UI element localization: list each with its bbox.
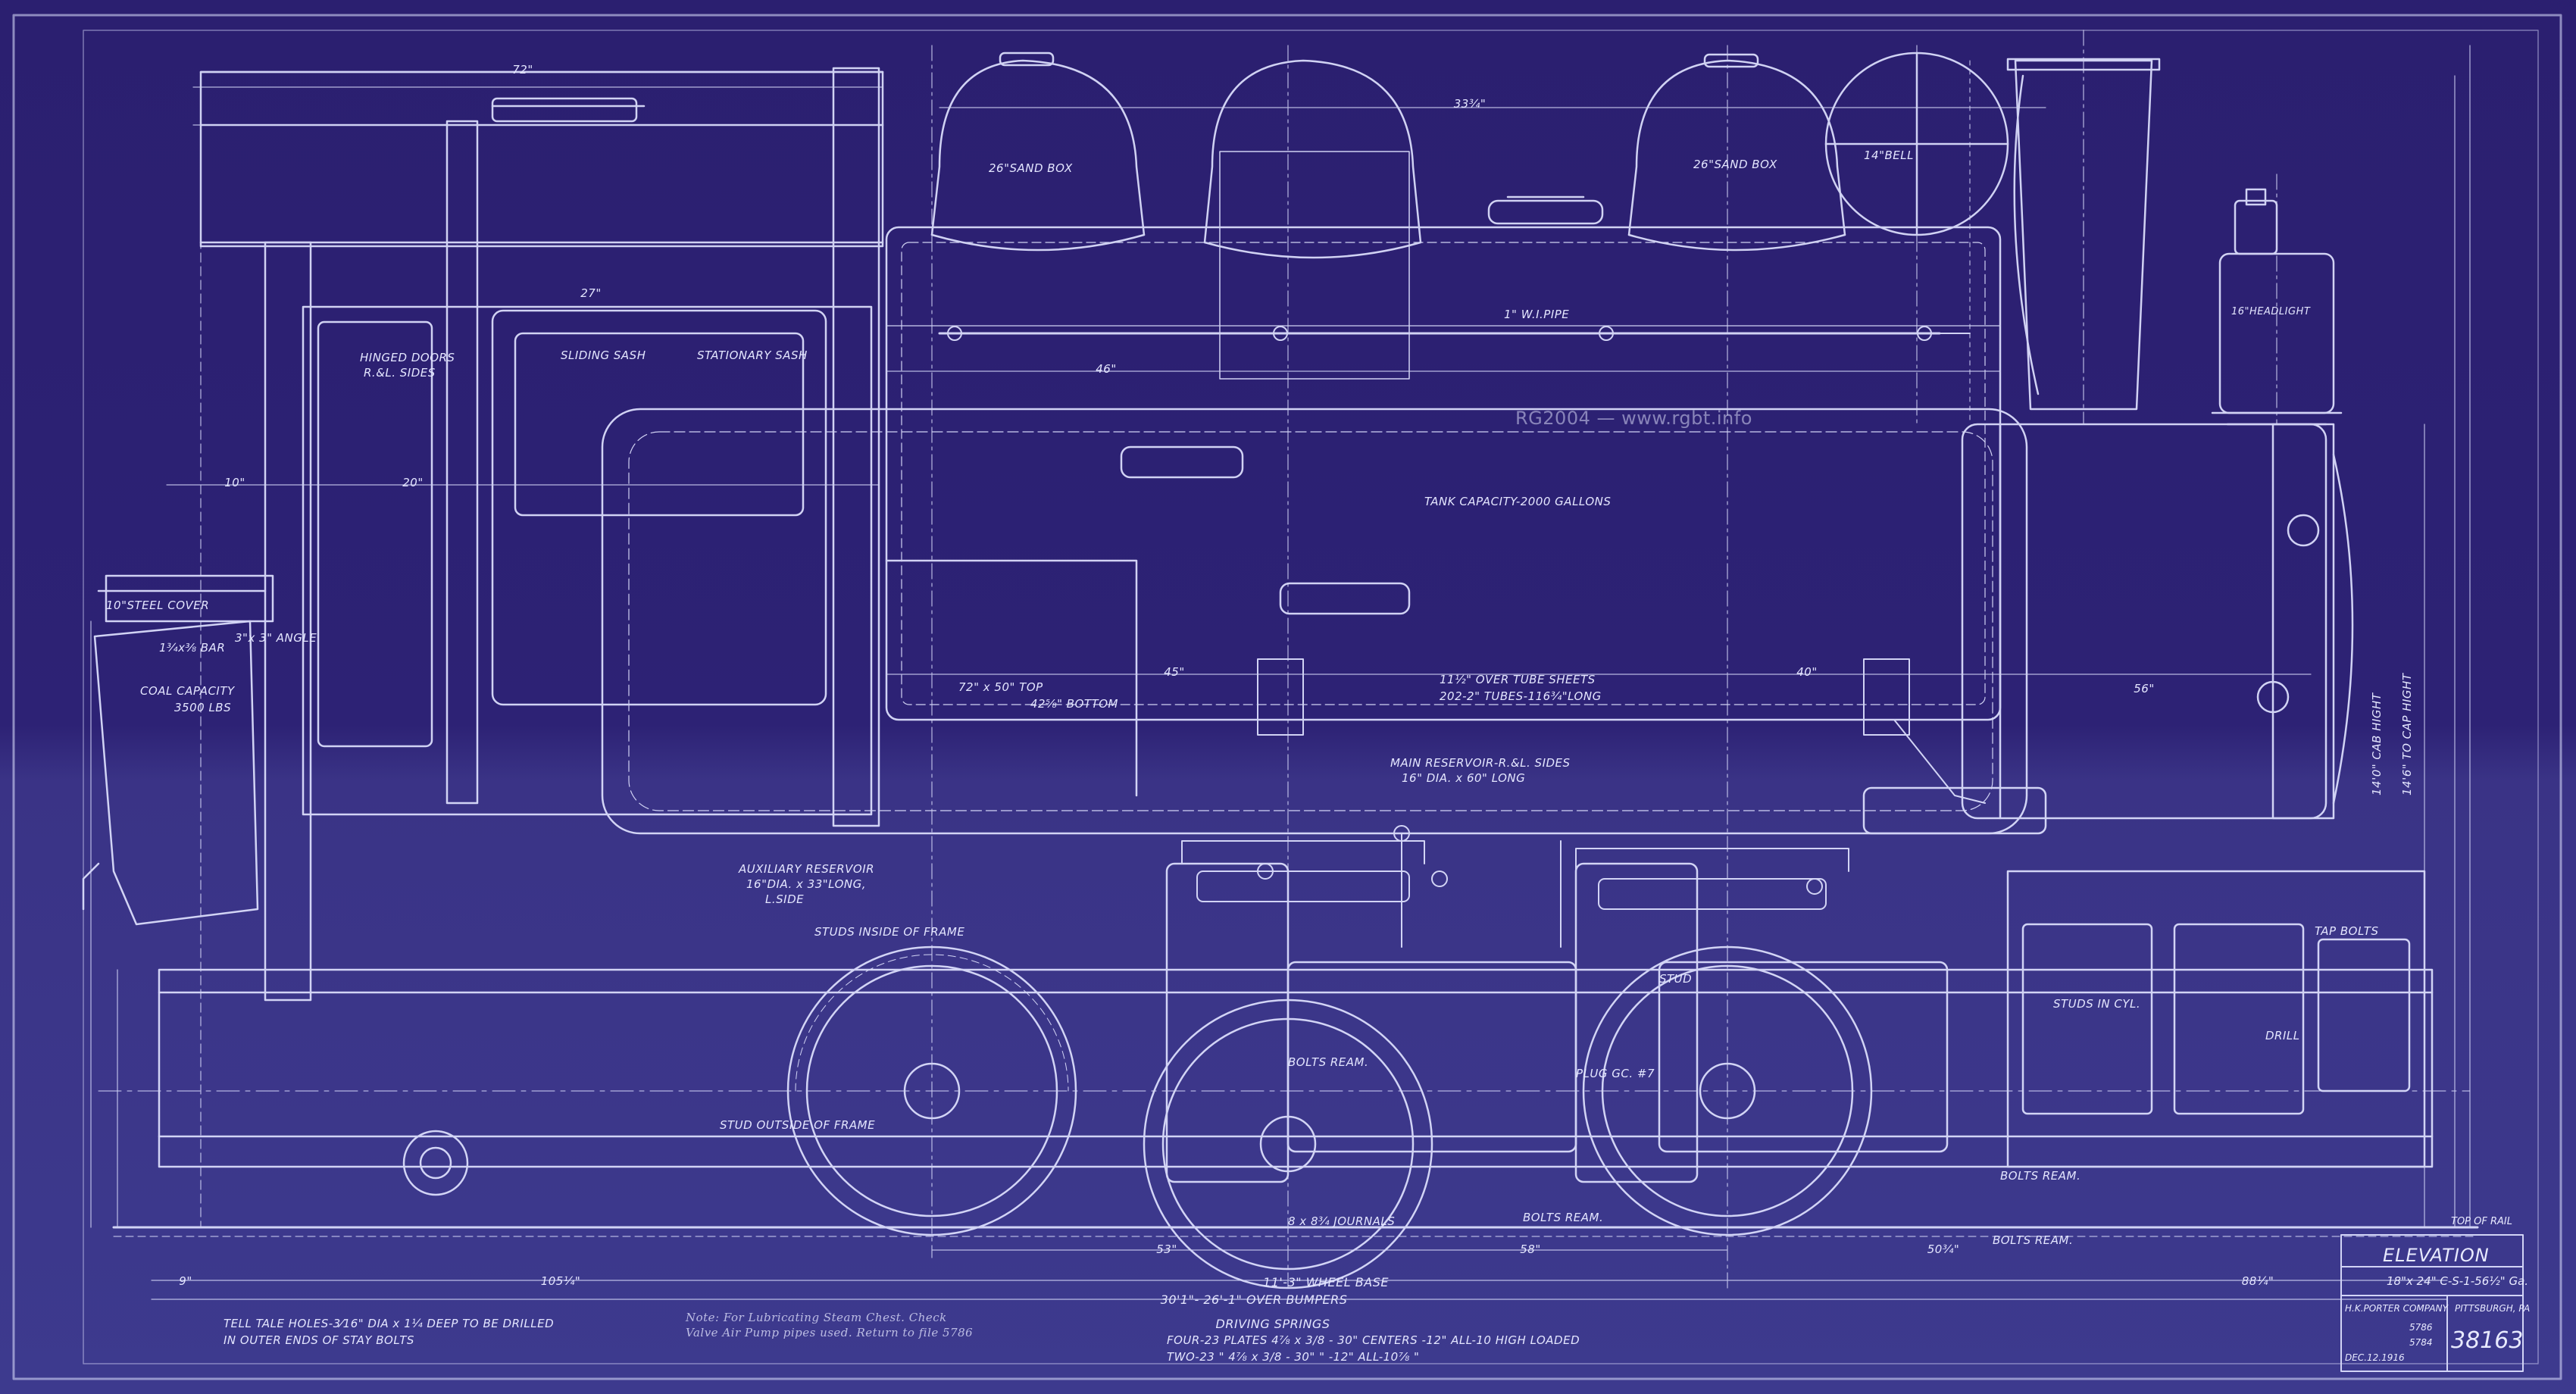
label-sliding-sash: SLIDING SASH bbox=[561, 348, 646, 362]
label-bolts-ream-2: BOLTS REAM. bbox=[1993, 1233, 2074, 1247]
dim-40: 40" bbox=[1796, 665, 1818, 679]
label-studs-cyl: STUDS IN CYL. bbox=[2053, 997, 2141, 1011]
label-sand-box-rear: 26"SAND BOX bbox=[989, 161, 1073, 175]
safety-valve bbox=[1487, 195, 1604, 225]
main-frame bbox=[158, 870, 2434, 1168]
dimension-lines bbox=[90, 30, 2471, 1300]
note-springs-1: FOUR-23 PLATES 4⅞ x 3/8 - 30" CENTERS -1… bbox=[1167, 1333, 1580, 1347]
title-block-frame bbox=[2340, 1234, 2524, 1372]
label-hinged-doors-sides: R.&L. SIDES bbox=[364, 366, 436, 380]
label-main-reservoir-size: 16" DIA. x 60" LONG bbox=[1402, 771, 1526, 785]
label-aux-reservoir: AUXILIARY RESERVOIR bbox=[739, 862, 875, 876]
label-studs-frame: STUDS INSIDE OF FRAME bbox=[814, 925, 965, 939]
handrail bbox=[939, 326, 1971, 341]
label-coal-capacity: COAL CAPACITY bbox=[140, 684, 235, 698]
note-springs-2: TWO-23 " 4⅞ x 3/8 - 30" " -12" ALL-10⅞ " bbox=[1167, 1350, 1420, 1364]
label-firebox-top: 72" x 50" TOP bbox=[958, 680, 1043, 694]
label-steel-cover: 10"STEEL COVER bbox=[106, 599, 210, 612]
title-block-heading: ELEVATION bbox=[2383, 1245, 2490, 1266]
label-hight-cap: 14'6" TO CAP HIGHT bbox=[2400, 673, 2414, 795]
main-reservoir bbox=[1257, 658, 1986, 804]
title-block-ref2: 5784 bbox=[2409, 1337, 2433, 1348]
title-block-drawing-no: 38163 bbox=[2451, 1327, 2524, 1354]
cab bbox=[199, 67, 884, 1002]
label-aux-reservoir-side: L.SIDE bbox=[765, 892, 805, 906]
label-bar: 1¾x⅜ BAR bbox=[159, 641, 226, 655]
smokestack bbox=[1969, 58, 2161, 425]
spring-rigging bbox=[1181, 825, 1849, 948]
smokebox bbox=[2256, 423, 2354, 820]
sheet-border bbox=[12, 14, 2562, 1380]
label-angle: 3"x 3" ANGLE bbox=[235, 631, 317, 645]
title-block-subtitle: 18"x 24" C-S-1-56½" Ga. bbox=[2387, 1274, 2529, 1288]
label-drill: DRILL bbox=[2265, 1029, 2300, 1042]
label-tubes: 202-2" TUBES-116¾"LONG bbox=[1440, 689, 1602, 703]
title-block-date: DEC.12.1916 bbox=[2345, 1352, 2405, 1363]
boiler bbox=[601, 408, 2327, 835]
dim-88: 88¼" bbox=[2241, 1274, 2274, 1288]
dim-over-bumpers: 30'1"- 26'-1" OVER BUMPERS bbox=[1160, 1292, 1348, 1307]
dim-105: 105¼" bbox=[540, 1274, 581, 1288]
dim-10: 10" bbox=[224, 476, 245, 489]
dim-72: 72" bbox=[512, 63, 533, 77]
sand-dome-rear bbox=[930, 52, 1146, 252]
label-bolts-ream-3: BOLTS REAM. bbox=[1523, 1211, 1604, 1224]
label-stud: STUD bbox=[1659, 972, 1693, 986]
title-block-top-of-rail: TOP OF RAIL bbox=[2451, 1216, 2512, 1227]
label-firebox-bottom: 42⅝" BOTTOM bbox=[1030, 697, 1118, 711]
label-sand-box-front: 26"SAND BOX bbox=[1693, 158, 1777, 171]
label-tank-capacity: TANK CAPACITY-2000 GALLONS bbox=[1424, 495, 1612, 508]
label-bolts-ream-1: BOLTS REAM. bbox=[1288, 1055, 1369, 1069]
steam-dome bbox=[1203, 59, 1422, 380]
dim-53: 53" bbox=[1156, 1242, 1177, 1256]
label-bolts-ream-4: BOLTS REAM. bbox=[2000, 1169, 2081, 1183]
cylinder-block bbox=[1165, 862, 1949, 1183]
label-headlight: 16"HEADLIGHT bbox=[2231, 306, 2311, 317]
note-tell-tale-1: TELL TALE HOLES-3⁄16" DIA x 1¼ DEEP TO B… bbox=[224, 1317, 555, 1330]
title-block-ref1: 5786 bbox=[2409, 1322, 2433, 1333]
dim-46: 46" bbox=[1096, 362, 1117, 376]
dim-wheel-base: 11'-3" WHEEL BASE bbox=[1263, 1275, 1389, 1289]
dim-9: 9" bbox=[179, 1274, 192, 1288]
label-aux-reservoir-size: 16"DIA. x 33"LONG, bbox=[746, 877, 866, 891]
label-hinged-doors: HINGED DOORS bbox=[360, 351, 455, 364]
label-plug: PLUG GC. #7 bbox=[1576, 1067, 1655, 1080]
dim-56: 56" bbox=[2134, 682, 2155, 695]
label-stud-outside: STUD OUTSIDE OF FRAME bbox=[720, 1118, 876, 1132]
label-tap-bolts: TAP BOLTS bbox=[2315, 924, 2379, 938]
note-driving-springs: DRIVING SPRINGS bbox=[1215, 1317, 1330, 1331]
label-bell: 14"BELL bbox=[1864, 148, 1914, 162]
note-tell-tale-2: IN OUTER ENDS OF STAY BOLTS bbox=[224, 1333, 414, 1347]
label-main-reservoir: MAIN RESERVOIR-R.&L. SIDES bbox=[1390, 756, 1571, 770]
label-tube-sheets: 11½" OVER TUBE SHEETS bbox=[1440, 673, 1596, 686]
dim-50: 50¾" bbox=[1927, 1242, 1960, 1256]
label-journals: 8 x 8¾ JOURNALS bbox=[1288, 1214, 1396, 1228]
label-stationary-sash: STATIONARY SASH bbox=[697, 348, 808, 362]
title-block-city: PITTSBURGH, PA bbox=[2455, 1303, 2531, 1314]
dim-58: 58" bbox=[1520, 1242, 1541, 1256]
title-block-company: H.K.PORTER COMPANY bbox=[2345, 1303, 2448, 1314]
label-hight-cab: 14'0" CAB HIGHT bbox=[2370, 692, 2384, 795]
dim-33: 33¾" bbox=[1453, 97, 1487, 111]
dim-45: 45" bbox=[1164, 665, 1185, 679]
label-pipe: 1" W.I.PIPE bbox=[1504, 308, 1570, 321]
dim-20: 20" bbox=[402, 476, 424, 489]
coal-bunker bbox=[82, 574, 274, 926]
watermark: RG2004 — www.rgbt.info bbox=[1515, 408, 1752, 429]
note-handwritten: Note: For Lubricating Steam Chest. Check… bbox=[686, 1311, 974, 1339]
dim-27: 27" bbox=[580, 286, 602, 300]
label-coal-lbs: 3500 LBS bbox=[174, 701, 232, 714]
rear-truck-wheel bbox=[402, 1130, 469, 1196]
sand-dome-front bbox=[1627, 53, 1846, 252]
